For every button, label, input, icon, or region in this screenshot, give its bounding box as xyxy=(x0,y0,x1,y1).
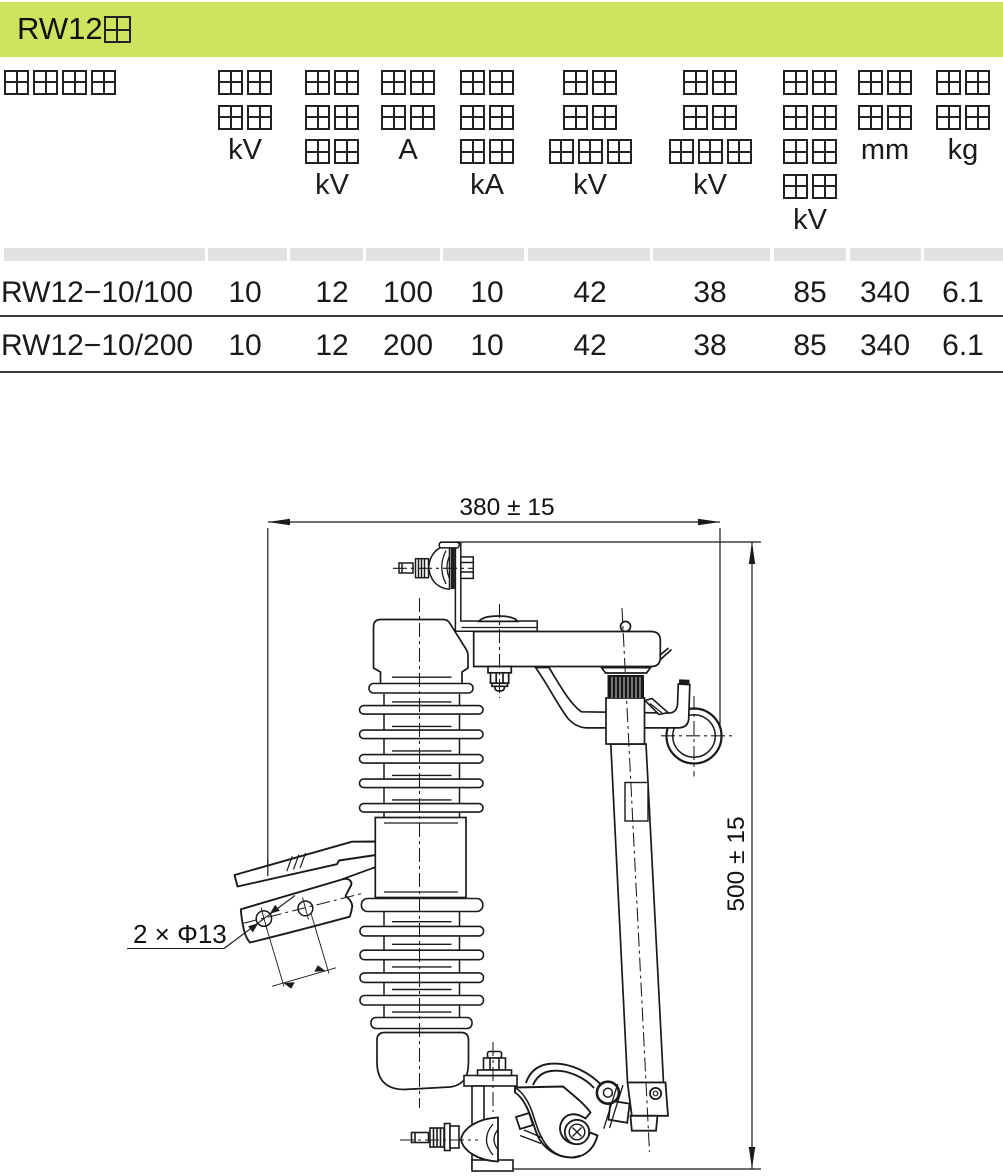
svg-text:380 ± 15: 380 ± 15 xyxy=(459,494,554,521)
svg-text:500 ± 15: 500 ± 15 xyxy=(723,816,750,911)
svg-text:2 × Φ13: 2 × Φ13 xyxy=(133,919,227,949)
